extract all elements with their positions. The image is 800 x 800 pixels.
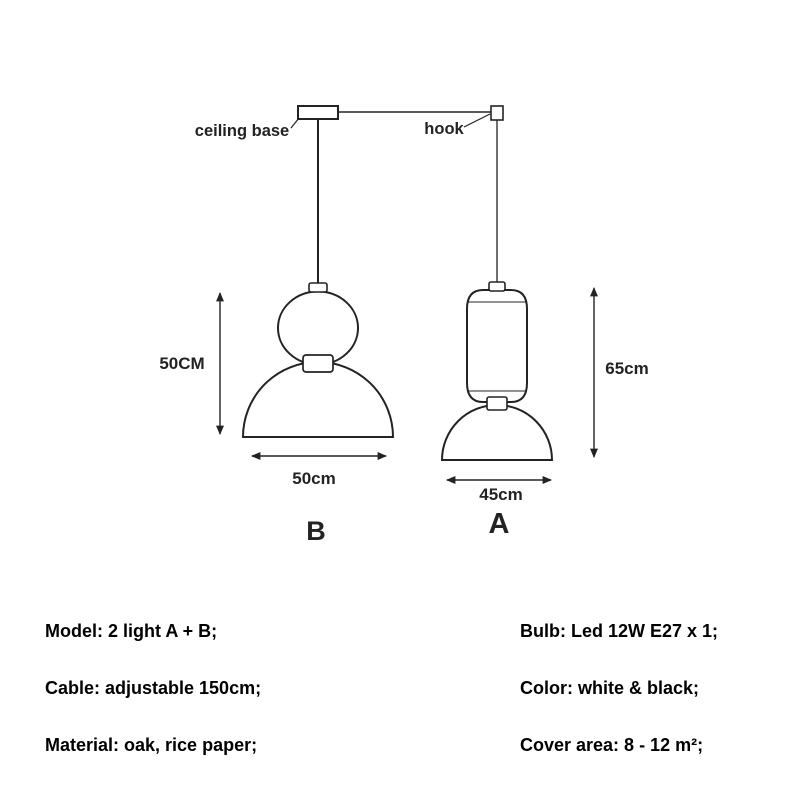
specs-right-column: Bulb: Led 12W E27 x 1; Color: white & bl…: [520, 621, 718, 792]
spec-cover-area: Cover area: 8 - 12 m²;: [520, 735, 704, 755]
lamp-a-lantern-body: [466, 289, 528, 403]
lamp-b-top-cap: [308, 282, 328, 293]
lamp-b-letter: B: [306, 516, 326, 546]
pendant-lamp-diagram: ceiling base hook 50CM 50cm 65cm 45cm B …: [159, 105, 649, 546]
lamp-b-sphere: [277, 290, 359, 366]
spec-cable: Cable: adjustable 150cm;: [45, 678, 262, 698]
hook: [490, 105, 504, 121]
spec-bulb: Bulb: Led 12W E27 x 1;: [520, 621, 719, 641]
lamp-a-neck: [486, 396, 508, 411]
hook-label: hook: [424, 120, 464, 138]
lamp-b-dome: [241, 361, 395, 438]
lamp-a-width-label: 45cm: [479, 485, 522, 504]
specs-left-column: Model: 2 light A + B; Cable: adjustable …: [45, 621, 261, 792]
lamp-b-width-label: 50cm: [292, 469, 335, 488]
lamp-b-collar: [302, 354, 334, 373]
lamp-a-dome: [440, 404, 554, 461]
lamp-a-letter: A: [489, 508, 510, 540]
spec-model: Model: 2 light A + B;: [45, 621, 218, 641]
spec-material: Material: oak, rice paper;: [45, 735, 258, 755]
lamp-b-height-label: 50CM: [159, 354, 204, 373]
lamp-a-height-label: 65cm: [605, 359, 648, 378]
hook-leader-line: [463, 113, 491, 128]
spec-color: Color: white & black;: [520, 678, 700, 698]
lamp-a-top-cap: [488, 281, 506, 292]
ceiling-base: [297, 105, 339, 120]
ceiling-base-leader-line: [290, 117, 300, 129]
ceiling-base-label: ceiling base: [195, 122, 289, 140]
